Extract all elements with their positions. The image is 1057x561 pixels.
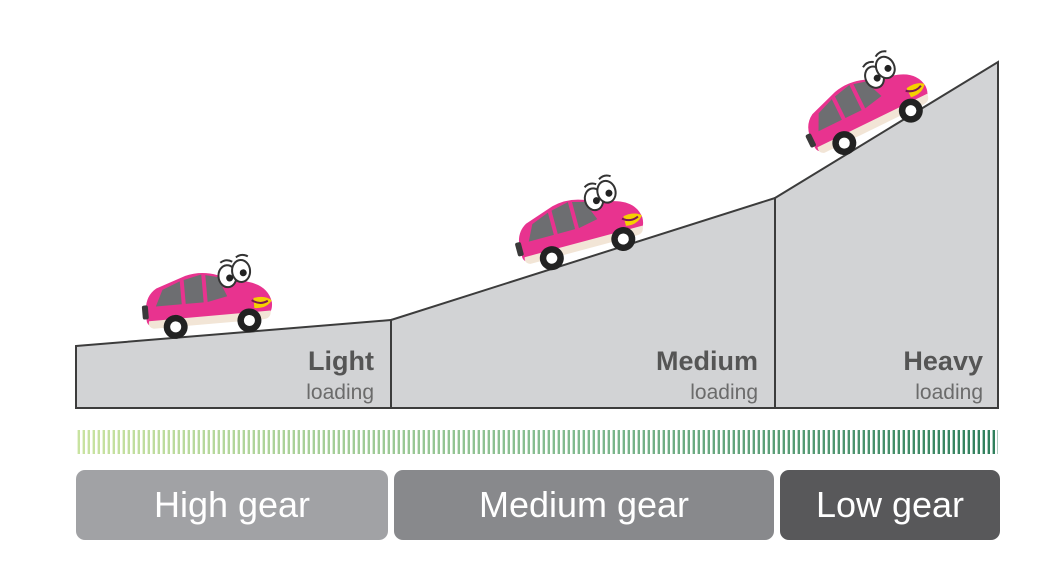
gear-label-medium: Medium gear <box>478 484 690 525</box>
segment-title-medium: Medium <box>656 346 758 376</box>
car-icon <box>137 251 276 343</box>
gradient-stripe <box>76 430 998 454</box>
ramp-heavy <box>774 60 999 409</box>
gear-box-high: High gear <box>76 470 388 540</box>
segment-subtitle-heavy: loading <box>915 381 983 404</box>
segment-subtitle-medium: loading <box>690 381 758 404</box>
segment-title-heavy: Heavy <box>903 346 983 376</box>
gear-label-low: Low gear <box>815 484 965 525</box>
gear-label-high: High gear <box>153 484 311 525</box>
gear-box-medium: Medium gear <box>394 470 774 540</box>
gear-box-low: Low gear <box>780 470 1000 540</box>
segment-subtitle-light: loading <box>306 381 374 404</box>
segment-title-light: Light <box>308 346 374 376</box>
